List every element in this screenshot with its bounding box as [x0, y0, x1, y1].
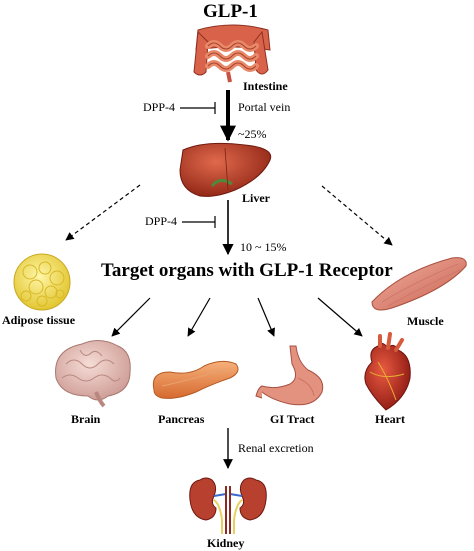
label-liver: Liver [242, 191, 270, 205]
pancreas-illustration [152, 360, 239, 399]
label-pancreas: Pancreas [158, 412, 205, 426]
intestine-illustration [193, 24, 271, 83]
arrow-to-adipose [65, 184, 141, 241]
label-renal-excretion: Renal excretion [238, 441, 314, 455]
arrow-to-pancreas [187, 297, 211, 337]
label-kidney: Kidney [207, 536, 245, 550]
label-dpp4-lower: DPP-4 [145, 214, 178, 228]
diagram-title: GLP-1 [203, 1, 258, 22]
heart-illustration [364, 332, 411, 411]
label-intestine: Intestine [243, 79, 288, 93]
label-muscle: Muscle [407, 314, 444, 328]
arrow-to-brain [111, 297, 151, 337]
liver-illustration [179, 142, 272, 197]
adipose-illustration [13, 253, 71, 311]
arrow-to-gi-tract [257, 297, 275, 337]
muscle-illustration [371, 257, 467, 311]
label-pct-upper: ~25% [238, 127, 267, 141]
label-adipose-tissue: Adipose tissue [2, 313, 76, 327]
label-dpp4-upper: DPP-4 [143, 100, 176, 114]
arrow-to-heart [317, 297, 363, 337]
label-heart: Heart [375, 412, 405, 426]
heading-target-organs: Target organs with GLP-1 Receptor [101, 260, 393, 281]
label-pct-lower: 10 ~ 15% [240, 240, 287, 254]
brain-illustration [55, 340, 131, 408]
kidney-illustration [189, 477, 267, 534]
stomach-illustration [255, 345, 324, 406]
arrow-to-muscle [321, 185, 393, 246]
label-portal-vein: Portal vein [238, 100, 291, 114]
label-brain: Brain [71, 412, 101, 426]
label-gi-tract: GI Tract [270, 412, 315, 426]
